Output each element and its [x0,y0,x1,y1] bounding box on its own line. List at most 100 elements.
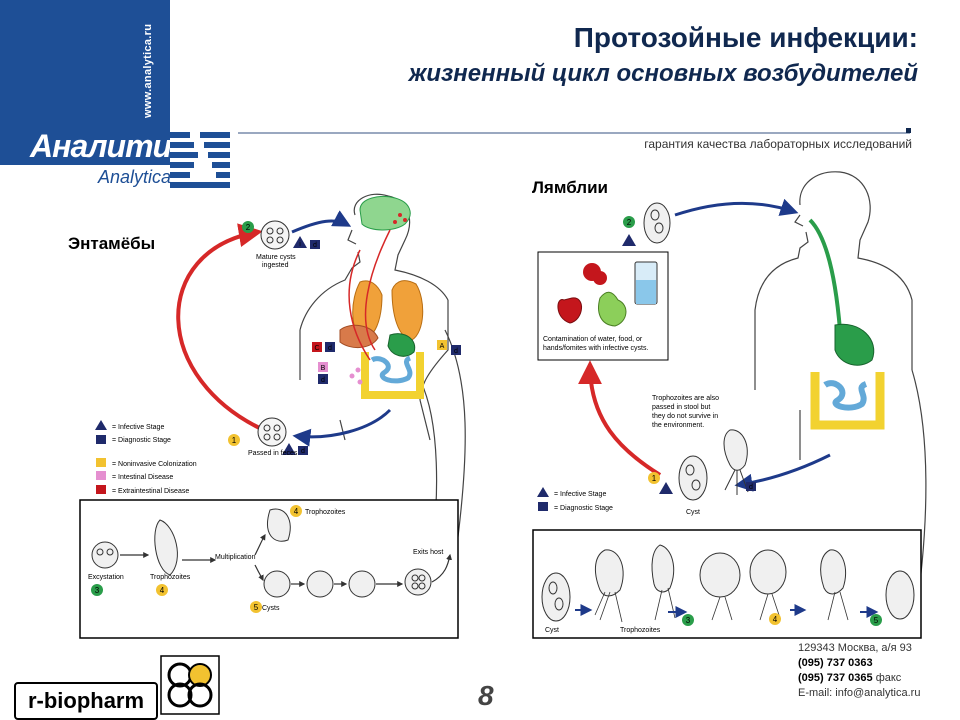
svg-text:i: i [299,241,301,248]
giardia-human-silhouette [754,171,927,621]
excystation-label: Excystation [88,574,124,581]
contamination-label-1: Contamination of water, food, or [543,336,643,343]
giardia-feces-markers: 1 d [648,472,756,494]
svg-text:d: d [313,242,317,249]
giardia-box-arrows [575,604,879,618]
giardia-box-markers: 3 4 5 [682,613,882,626]
svg-text:= Diagnostic Stage: = Diagnostic Stage [112,437,171,444]
entamoeba-large-intestine [361,352,424,399]
svg-text:= Infective Stage: = Infective Stage [112,424,164,431]
header-divider-dot [906,128,911,133]
entamoeba-ingest-arrow [291,210,352,234]
header-divider [238,132,910,134]
giardia-small-intestine [823,380,868,411]
phone-2: (095) 737 0365 [798,672,873,684]
exits-host-label: Exits host [413,549,443,556]
troph-note-1: Trophozoites are also [652,395,719,402]
svg-text:4: 4 [160,586,165,595]
svg-text:d: d [328,345,332,352]
svg-text:3: 3 [686,616,691,625]
brand-stripes-icon [170,132,230,188]
svg-text:= Extraintestinal Disease: = Extraintestinal Disease [112,488,189,495]
giardia-ingest-arrow [674,198,799,217]
address: 129343 Москва, а/я 93 [798,642,912,654]
giardia-esophagus [808,218,842,331]
entamoeba-legend: = Infective Stage = Diagnostic Stage = N… [95,420,197,495]
svg-text:= Noninvasive Colonization: = Noninvasive Colonization [112,461,197,468]
giardia-contamination-icons [557,261,658,327]
svg-text:1: 1 [232,436,237,445]
giardia-box-cyst-label: Cyst [545,627,559,634]
troph-note-4: the environment. [652,422,704,429]
mature-cysts-label-1: Mature cysts [256,254,296,261]
entamoeba-cycle-red-arrow [176,223,269,434]
page-number: 8 [478,680,494,711]
entamoeba-feces-cyst [257,417,287,447]
fax-suffix: факс [875,672,902,684]
page-subtitle: жизненный цикл основных возбудителей [408,60,918,87]
svg-text:B: B [321,365,326,372]
phone-1: (095) 737 0363 [798,657,873,669]
giardia-legend: = Infective Stage = Diagnostic Stage [537,487,613,512]
dissemination-path-2 [364,229,391,351]
svg-text:4: 4 [773,615,778,624]
svg-text:3: 3 [95,586,100,595]
svg-text:C: C [314,345,319,352]
svg-text:= Intestinal Disease: = Intestinal Disease [112,474,173,481]
contamination-label-2: hands/fomites with infective cysts. [543,345,648,352]
giardia-stomach [834,323,875,366]
entamoeba-box-markers: 3 4 4 5 [91,505,302,613]
svg-text:4: 4 [294,507,299,516]
partner-logo: r-biopharm [14,682,158,720]
entamoeba-mature-cyst [260,220,290,250]
giardia-top-markers: 2 [622,216,636,246]
troph-note-2: passed in stool but [652,404,710,411]
trophozoites-top-label: Trophozoites [305,509,346,516]
marker-2: 2 [246,223,251,232]
section-label-giardia: Лямблии [532,178,608,197]
svg-text:1: 1 [652,474,657,483]
svg-text:d: d [321,377,325,384]
giardia-top-cyst [643,202,671,244]
entamoeba-lungs [352,280,424,341]
entamoeba-stomach [387,333,416,357]
header-tagline: гарантия качества лабораторных исследова… [644,137,912,151]
brand-name-en: Analytica [98,167,172,187]
entamoeba-stage-markers-top: 2 i d [242,221,320,249]
giardia-feces-arrow [734,453,831,492]
giardia-trophozoite-note-figure [723,429,749,495]
svg-text:2: 2 [627,218,632,227]
contact-block: 129343 Москва, а/я 93 (095) 737 0363 (09… [798,641,958,701]
entamoeba-disease-markers: C d B d A d [312,340,461,384]
entamoeba-liver [339,324,379,348]
entamoeba-box-content [91,508,432,598]
page-title: Протозойные инфекции: [573,22,918,53]
giardia-large-intestine [810,372,885,430]
giardia-flagella [594,587,849,623]
giardia-box-trophozoites-label: Trophozoites [620,627,661,634]
svg-text:= Diagnostic Stage: = Diagnostic Stage [554,505,613,512]
multiplication-label: Multiplication [215,554,256,561]
section-label-entamoeba: Энтамёбы [68,234,156,253]
email: E-mail: info@analytica.ru [798,687,921,699]
brand-logo-panel [0,0,170,165]
dissemination-path-1 [348,249,371,361]
trophozoites-label: Trophozoites [150,574,191,581]
passed-in-feces-label: Passed in feces [248,450,298,457]
giardia-cycle-red-arrow [578,360,662,477]
entamoeba-stage-markers-bottom: 1 d [228,434,308,455]
svg-text:= Infective Stage: = Infective Stage [554,491,606,498]
svg-text:5: 5 [254,603,259,612]
partner-mark-icon [160,655,220,715]
giardia-box-content [541,544,915,622]
giardia-feces-cyst [678,455,708,501]
svg-text:d: d [301,448,305,455]
mature-cysts-label-2: ingested [262,262,289,269]
giardia-cyst-label: Cyst [686,509,700,516]
entamoeba-small-intestine [370,355,413,384]
svg-text:5: 5 [874,616,879,625]
entamoeba-brain [359,196,411,231]
svg-text:A: A [440,343,445,350]
troph-note-3: they do not survive in [652,413,718,420]
